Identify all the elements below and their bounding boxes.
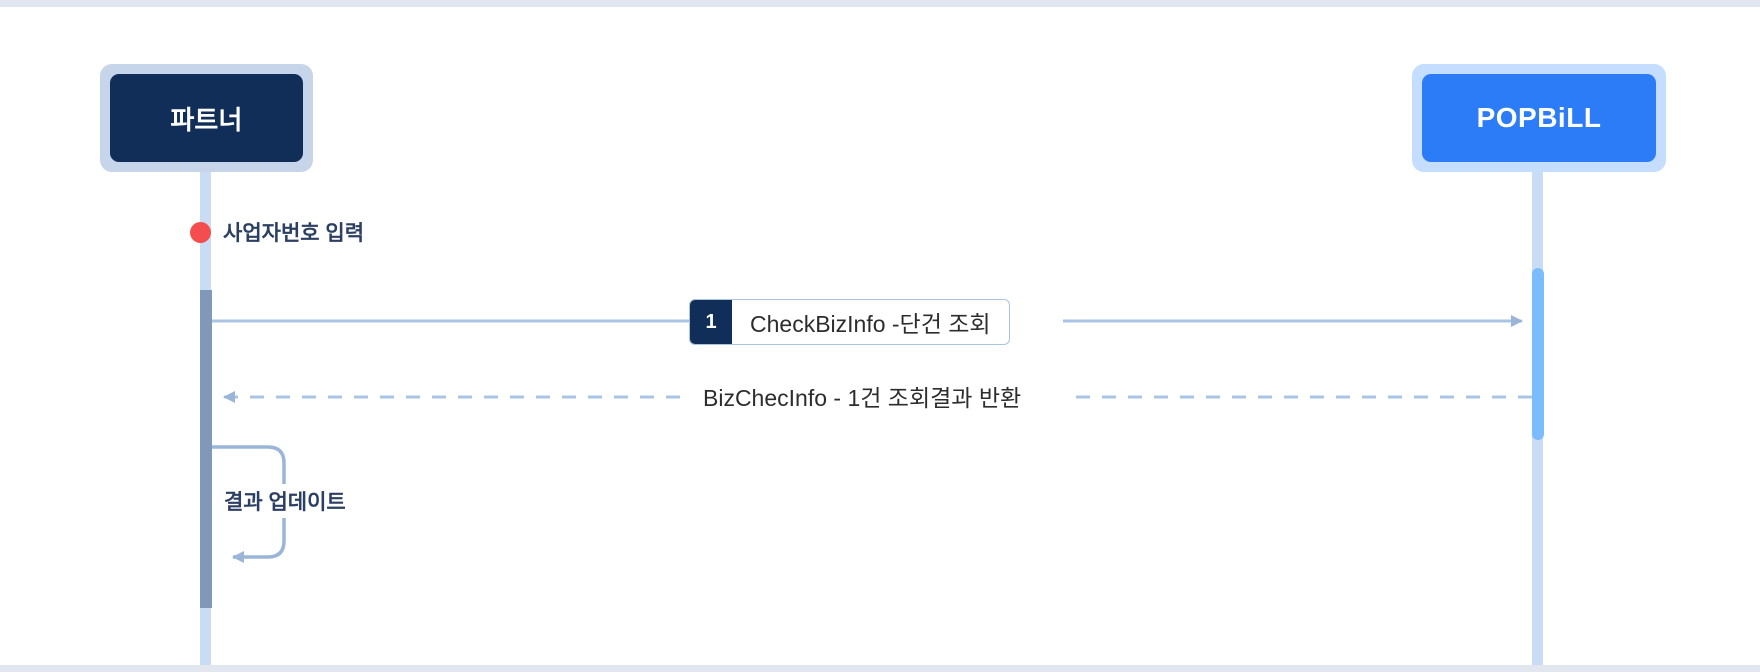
message-label-2: BizChecInfo - 1건 조회결과 반환 — [689, 378, 1036, 414]
message-caption-1: CheckBizInfo -단건 조회 — [750, 311, 991, 337]
participant-popbill-label: POPBiLL — [1422, 74, 1656, 162]
message-label-3: 결과 업데이트 — [218, 484, 352, 518]
participant-partner-label: 파트너 — [110, 74, 303, 162]
start-marker-label: 사업자번호 입력 — [223, 222, 365, 245]
participant-popbill[interactable]: POPBiLL — [1412, 64, 1666, 172]
message-label-1[interactable]: 1 CheckBizInfo -단건 조회 — [689, 299, 1010, 345]
activation-bar-popbill — [1532, 268, 1544, 440]
start-dot-icon — [190, 221, 211, 243]
activation-bar-partner — [200, 290, 212, 608]
start-marker: 사업자번호 입력 — [190, 217, 364, 247]
participant-partner[interactable]: 파트너 — [100, 64, 313, 172]
message-seq-badge-1: 1 — [690, 300, 732, 344]
